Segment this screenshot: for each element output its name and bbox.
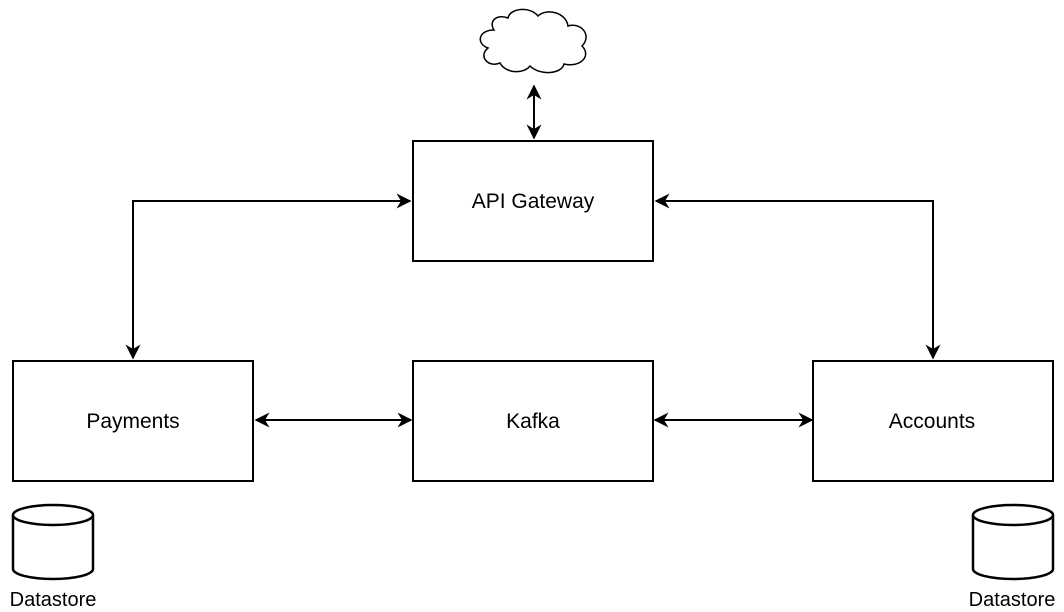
datastore-left-label: Datastore <box>10 589 97 611</box>
datastore-left: Datastore <box>10 503 97 611</box>
api-gateway-node: API Gateway <box>412 140 654 262</box>
kafka-label: Kafka <box>506 410 560 433</box>
kafka-node: Kafka <box>412 360 654 482</box>
accounts-node: Accounts <box>812 360 1054 482</box>
accounts-label: Accounts <box>889 410 975 433</box>
datastore-right-label: Datastore <box>969 589 1056 611</box>
database-cylinder-icon <box>11 503 95 581</box>
database-cylinder-icon <box>971 503 1055 581</box>
api-gateway-label: API Gateway <box>472 190 595 213</box>
edge-api-gateway-accounts <box>654 193 941 360</box>
payments-node: Payments <box>12 360 254 482</box>
cloud-icon <box>479 8 587 74</box>
datastore-right: Datastore <box>969 503 1056 611</box>
payments-label: Payments <box>86 410 179 433</box>
edge-api-gateway-payments <box>125 193 412 360</box>
